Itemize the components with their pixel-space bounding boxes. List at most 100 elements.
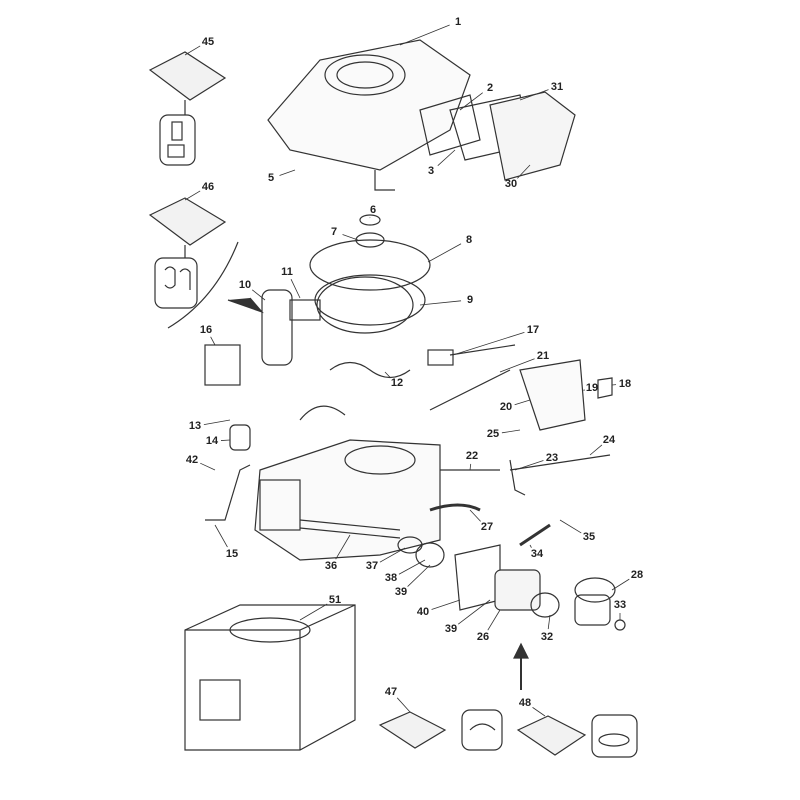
part-label: 47 xyxy=(384,686,398,698)
part-label: 33 xyxy=(613,599,627,611)
part-label: 18 xyxy=(618,378,632,390)
engine-box-51 xyxy=(184,604,356,751)
flywheel-8-9 xyxy=(309,214,431,334)
part-label: 42 xyxy=(185,454,199,466)
spark-plug-15 xyxy=(205,464,251,521)
leader-line xyxy=(214,524,228,548)
part-label: 27 xyxy=(480,521,494,533)
part-label: 36 xyxy=(324,560,338,572)
leader-line xyxy=(251,289,266,301)
switch-17 xyxy=(427,349,454,366)
kit-bag-46 xyxy=(148,197,227,309)
leader-line xyxy=(532,707,546,717)
part-label: 11 xyxy=(281,266,293,278)
heat-shield-40 xyxy=(454,544,501,611)
part-label: 15 xyxy=(225,548,239,560)
part-label: 25 xyxy=(486,428,500,440)
part-label: 24 xyxy=(602,434,616,446)
part-label: 2 xyxy=(486,82,494,94)
part-label: 51 xyxy=(328,594,342,606)
leader-line xyxy=(384,371,391,378)
leader-line xyxy=(399,24,450,46)
kit-bag-47 xyxy=(378,709,503,751)
leader-line xyxy=(427,243,462,263)
engine-block xyxy=(254,439,441,561)
leader-line xyxy=(184,45,201,56)
leader-line xyxy=(290,278,301,299)
part-label: 9 xyxy=(466,294,474,306)
leader-line xyxy=(457,599,491,625)
part-label: 31 xyxy=(550,81,564,93)
part-label: 35 xyxy=(582,531,596,543)
leader-line xyxy=(452,332,525,356)
part-label: 1 xyxy=(454,16,462,28)
part-label: 6 xyxy=(369,204,377,216)
tube-27 xyxy=(429,503,481,512)
leader-line xyxy=(342,234,359,241)
air-filter-2 xyxy=(419,94,481,156)
part-label: 40 xyxy=(416,606,430,618)
leader-line xyxy=(398,559,426,575)
leader-line xyxy=(299,603,328,621)
blower-housing-1 xyxy=(267,39,471,191)
leader-line xyxy=(210,336,216,346)
part-label: 22 xyxy=(465,450,479,462)
leader-line xyxy=(487,609,501,631)
part-label: 12 xyxy=(390,377,404,389)
leader-line xyxy=(611,578,630,591)
part-label: 26 xyxy=(476,631,490,643)
part-label: 45 xyxy=(201,36,215,48)
ignition-12 xyxy=(329,361,411,379)
part-label: 39 xyxy=(394,586,408,598)
leader-line xyxy=(200,462,216,471)
cable-21 xyxy=(429,369,511,411)
leader-line xyxy=(335,534,351,560)
ignition-coil-13 xyxy=(299,405,346,421)
spacer-38 xyxy=(415,542,445,568)
leader-line xyxy=(396,697,411,713)
filter-cover-31 xyxy=(489,91,576,181)
part-label: 34 xyxy=(530,548,544,560)
part-label: 17 xyxy=(526,324,540,336)
part-label: 14 xyxy=(205,435,219,447)
leader-line xyxy=(407,564,431,587)
leader-line xyxy=(220,439,231,441)
leader-line xyxy=(469,463,472,471)
leader-line xyxy=(437,149,456,167)
regulator-16 xyxy=(204,344,241,386)
part-label: 37 xyxy=(365,560,379,572)
part-label: 39 xyxy=(444,623,458,635)
part-label: 32 xyxy=(540,631,554,643)
leader-lines xyxy=(184,24,630,717)
leader-line xyxy=(517,164,531,179)
leader-line xyxy=(184,190,201,201)
leader-line xyxy=(514,460,544,471)
hose-34 xyxy=(519,523,551,547)
leader-line xyxy=(203,419,231,426)
part-label: 21 xyxy=(536,350,550,362)
leader-line xyxy=(419,300,462,306)
part-label: 13 xyxy=(188,420,202,432)
part-label: 8 xyxy=(465,234,473,246)
kit-bag-48 xyxy=(516,714,638,758)
leader-line xyxy=(469,509,481,522)
part-label: 19 xyxy=(585,382,599,394)
leader-line xyxy=(379,547,406,563)
leader-line xyxy=(589,444,603,456)
starter-10 xyxy=(261,289,321,366)
curved-arrow xyxy=(167,241,239,329)
leader-line xyxy=(279,169,296,176)
part-label: 3 xyxy=(427,165,435,177)
part-label: 20 xyxy=(499,401,513,413)
part-label: 10 xyxy=(238,279,252,291)
leader-line xyxy=(501,429,521,434)
leader-line xyxy=(519,89,549,101)
leader-line xyxy=(529,544,532,548)
lever-23 xyxy=(509,459,526,496)
part-label: 23 xyxy=(545,452,559,464)
leader-line xyxy=(431,599,461,610)
kit-bag-45 xyxy=(148,51,227,166)
part-label: 5 xyxy=(267,172,275,184)
